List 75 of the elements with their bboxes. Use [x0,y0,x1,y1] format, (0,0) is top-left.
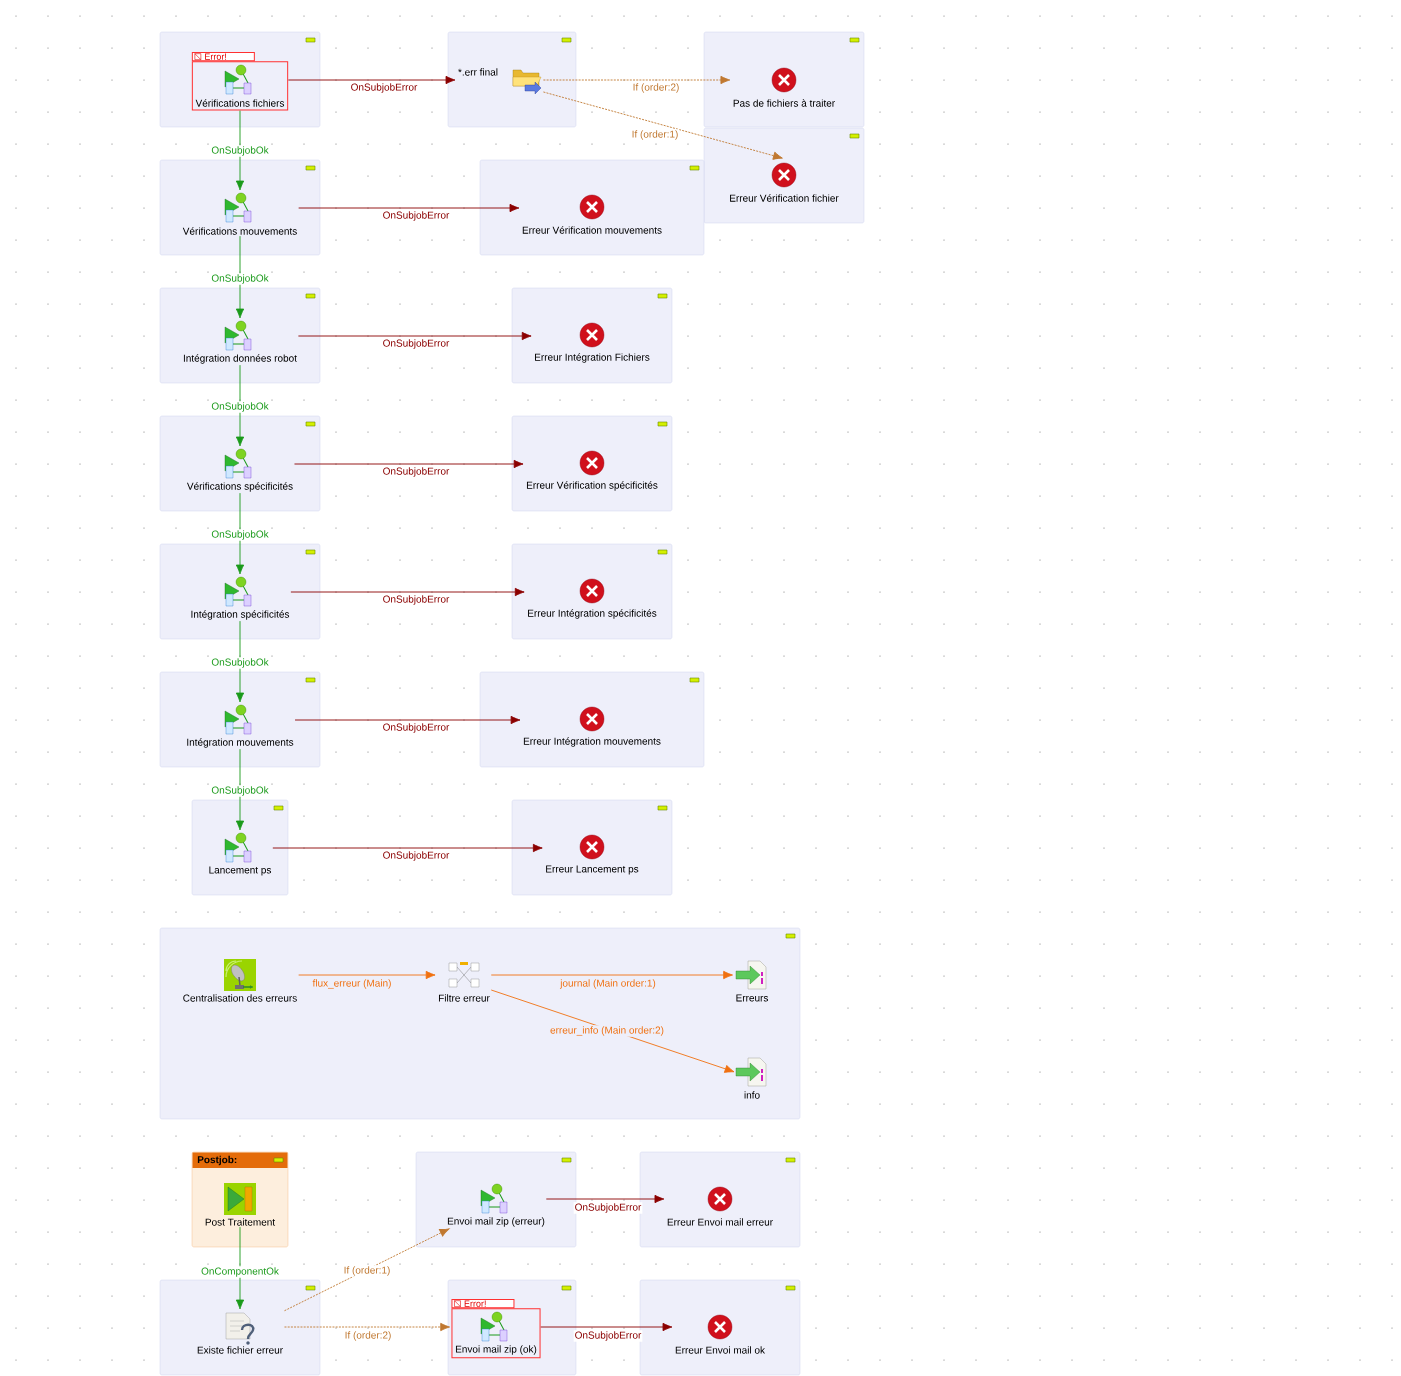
component-label: Vérifications mouvements [182,227,297,235]
component-label: Vérifications spécificités [187,482,293,492]
arrow [284,1228,450,1312]
arrow [272,843,543,853]
component-label: Erreur Envoi mail ok [675,1346,765,1354]
arrow [235,235,245,319]
arrow [284,1322,450,1332]
edge-label: journal (Main order:1) [559,978,657,990]
edge-label: OnSubjobError [349,82,419,94]
edge-label: If (order:2) [631,82,681,94]
arrow [540,1322,673,1332]
component-label: Erreur Vérification spécificités [526,481,658,491]
arrow [235,748,245,831]
arrow [287,75,456,85]
component-label: info [744,1091,760,1099]
arrow [297,331,532,341]
edge-label: OnSubjobError [381,722,451,734]
component-label: Intégration mouvements [187,738,294,748]
panel-heading: Postjob: [197,1155,237,1166]
error-badge: Error! [451,1299,515,1309]
edge-label: OnSubjobError [381,594,451,606]
component-label: Envoi mail zip (ok) [456,1345,537,1355]
edge-label: OnSubjobOk [210,657,270,669]
component-label: Vérifications fichiers [195,99,285,107]
arrow [294,715,521,725]
component-label: Erreur Envoi mail erreur [667,1218,773,1226]
edge-label: OnSubjobError [573,1330,643,1342]
arrow [298,970,436,980]
edge-label: OnSubjobOk [210,401,270,413]
edge-label: OnSubjobOk [210,529,270,541]
component-label: Erreur Vérification fichier [730,194,839,202]
component-label: Erreur Lancement ps [546,865,639,875]
edge-label: OnSubjobOk [210,785,270,797]
component-label: Intégration spécificités [191,610,290,620]
component-label: Erreur Intégration Fichiers [535,353,650,363]
arrow [294,459,524,469]
component-label: *.err final [458,68,498,76]
component-label: Erreur Intégration spécificités [528,609,657,619]
component-label: Filtre erreur [439,994,490,1002]
edge-label: OnSubjobOk [210,273,270,285]
edge-label: OnSubjobError [381,210,451,222]
edge-label: flux_erreur (Main) [311,978,393,990]
component-label: Centralisation des erreurs [183,994,297,1002]
edge-label: OnComponentOk [200,1266,280,1278]
edge-label: OnSubjobError [381,338,451,350]
arrow [235,110,245,191]
arrow [298,203,520,213]
arrow [235,364,245,447]
edge-label: erreur_info (Main order:2) [549,1025,665,1037]
component-label: Erreur Vérification mouvements [522,226,662,234]
arrow [290,587,525,597]
component-label: Erreurs [736,994,769,1002]
edge-label: If (order:1) [342,1265,392,1277]
component-label: Pas de fichiers à traiter [733,99,835,107]
component-label: Envoi mail zip (erreur) [447,1217,545,1227]
component-label: Erreur Intégration mouvements [523,737,661,747]
arrow [490,970,733,980]
arrow [235,620,245,703]
arrow [545,1194,665,1204]
edge-label: OnSubjobOk [210,145,270,157]
edge-label: OnSubjobError [381,466,451,478]
arrow [490,989,735,1073]
edge-label: If (order:1) [630,129,680,141]
edge-label: OnSubjobError [573,1202,643,1214]
edge-label: OnSubjobError [381,850,451,862]
component-label: Post Traitement [205,1218,276,1226]
arrow [542,91,783,160]
arrow [542,75,731,85]
arrow [235,492,245,575]
arrow [235,1226,245,1310]
edge-label: If (order:2) [343,1330,393,1342]
component-label: Existe fichier erreur [197,1346,283,1354]
component-label: Intégration données robot [183,354,297,364]
error-badge: Error! [191,52,255,62]
component-label: Lancement ps [209,866,272,876]
